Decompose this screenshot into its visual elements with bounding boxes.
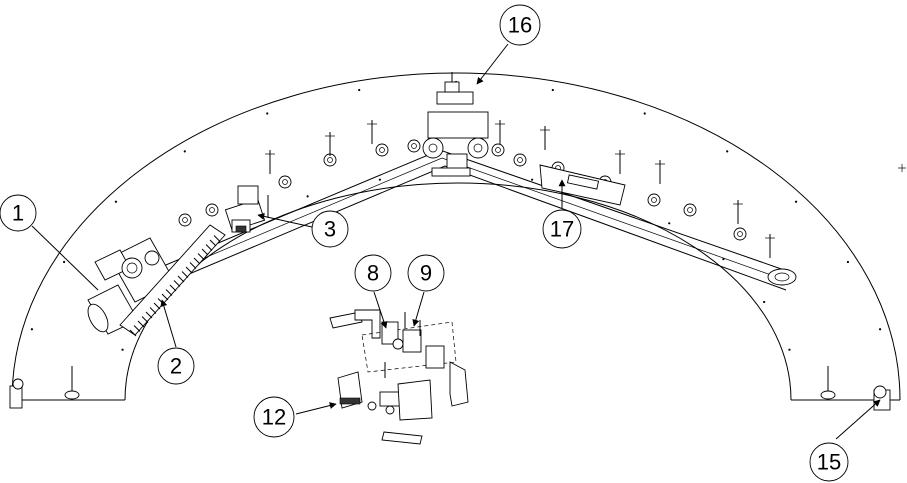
comb-fin [193,257,201,265]
roller-hub [379,147,385,153]
roller [278,175,292,189]
top-tensioner [422,72,489,177]
roller [407,139,421,153]
frame-hole [531,178,534,181]
exploded-part-12 [337,371,433,445]
comb-fin [137,320,145,328]
comb-fin [133,325,141,332]
callout-12-label: 12 [262,405,286,430]
frame-hole [121,348,124,351]
roller-hub [651,197,657,203]
side-guard [539,164,626,206]
end-pulley [767,268,797,286]
frame-hole [846,260,850,264]
callout-17: 17 [542,209,582,249]
frame-hole [306,195,309,198]
callout-15: 15 [809,442,849,482]
roller-hub [495,147,501,153]
comb-fin [181,271,189,278]
callout-8-label: 8 [367,261,379,286]
frame-hole [62,260,66,264]
comb-fin [177,275,185,283]
roller-hub [737,231,743,237]
comb-fin [165,289,173,296]
chain-belt [129,120,791,297]
comb-fin [201,248,209,256]
frame-hole [183,150,186,153]
leader-lines [31,43,881,440]
roller-hub [282,179,288,185]
roller-hub [411,143,417,149]
frame-hole [726,150,729,153]
callout-12: 12 [253,396,295,438]
frame-hole [643,112,646,115]
comb-fin [149,307,157,314]
roller [375,143,389,157]
callout-2: 2 [157,347,195,385]
callout-17-label: 17 [550,217,574,242]
roller [491,143,505,157]
comb-fin [153,302,161,310]
roller-hub [687,207,693,213]
comb-fin [185,266,193,274]
roller-hub [327,157,333,163]
callout-3-label: 3 [324,217,336,242]
callout-9: 9 [407,254,445,292]
roller-hub [182,217,188,223]
frame-hole [788,348,791,351]
frame-hole [794,200,798,203]
roller [205,203,219,217]
callout-1-label: 1 [12,201,24,226]
comb-fin [145,311,153,319]
callout-1: 1 [0,194,37,232]
comb-fin [189,262,197,269]
frame-hole [30,328,34,331]
comb-fin [141,316,149,323]
comb-fin [173,280,181,287]
frame-hole [114,200,118,203]
heat-sink [119,224,226,337]
callout-9-label: 9 [420,261,432,286]
callout-8: 8 [354,254,392,292]
roller [683,203,697,217]
comb-fin [209,239,217,247]
comb-fin [169,284,177,292]
callout-16-label: 16 [508,13,532,38]
frame-hole [358,88,361,92]
frame-hole [668,222,671,225]
comb-fin [205,244,213,251]
frame-hole [763,300,766,304]
frame-hole [551,88,554,92]
roller [513,153,527,167]
crosshair-mark [898,164,906,172]
callout-3: 3 [311,210,349,248]
callout-16: 16 [499,4,541,46]
roller [647,193,661,207]
comb-fin [213,235,221,242]
roller [733,227,747,241]
frame-feet [9,366,891,411]
comb-fin [129,329,137,337]
frame-hole [378,178,381,181]
comb-fin [161,293,169,301]
callout-2-label: 2 [170,354,182,379]
frame-hole [878,328,882,331]
roller [178,213,192,227]
frame-hole [266,112,269,115]
comb-fin [197,253,205,260]
roller-hub [517,157,523,163]
roller-hub [209,207,215,213]
sensor-bracket [224,185,269,233]
support-posts [265,120,775,258]
callout-15-label: 15 [817,450,841,475]
